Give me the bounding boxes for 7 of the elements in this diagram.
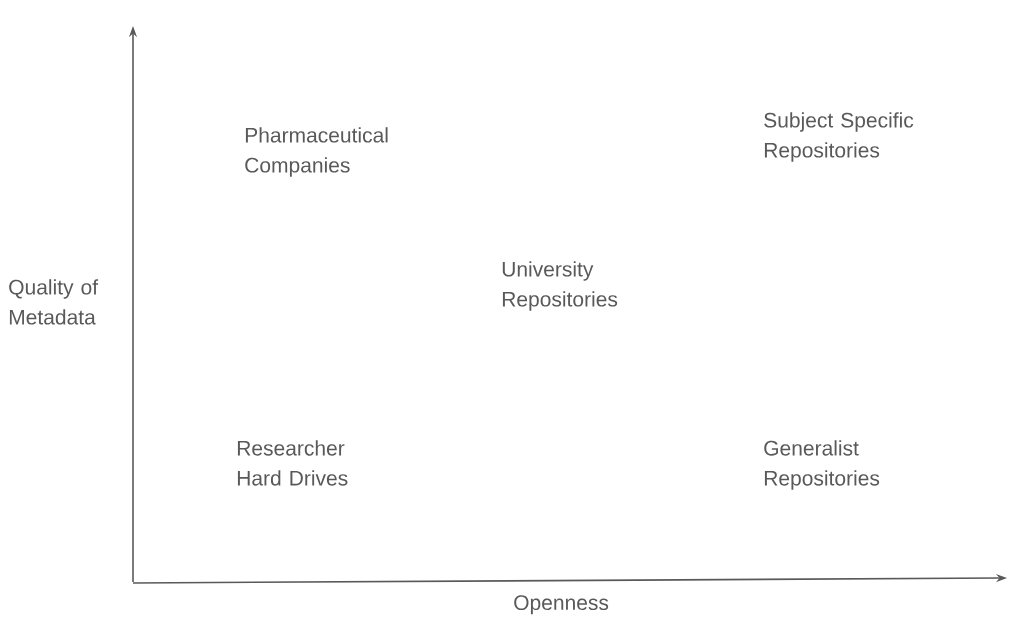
- category-label: Pharmaceutical Companies: [245, 127, 388, 177]
- axis-label: Openness: [514, 595, 609, 615]
- category-label: Researcher Hard Drives: [237, 440, 348, 486]
- axis-label: Quality of Metadata: [9, 279, 99, 325]
- category-label: University Repositories: [502, 261, 618, 311]
- category-label: Subject Specific Repositories: [764, 112, 914, 162]
- category-label: Generalist Repositories: [764, 440, 880, 490]
